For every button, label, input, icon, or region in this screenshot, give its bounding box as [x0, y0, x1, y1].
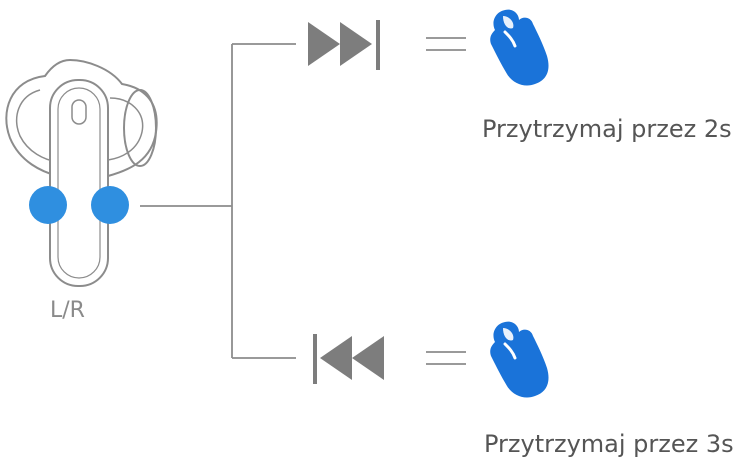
next-track-icon — [308, 20, 380, 70]
earbud-inner-shell — [15, 89, 144, 163]
earbud-tip — [123, 89, 157, 167]
touch-point-left — [29, 186, 67, 224]
earbud-stem-inner — [57, 87, 101, 279]
earbud-side-label: L/R — [50, 298, 85, 323]
previous-track-hint: Przytrzymaj przez 3s — [484, 430, 734, 458]
earbud-shell — [5, 58, 158, 177]
earbud-stem — [49, 79, 109, 287]
next-track-hint: Przytrzymaj przez 2s — [482, 115, 732, 143]
press-hand-icon — [488, 320, 550, 400]
equals-sign-bottom — [426, 351, 466, 365]
earbud-icon — [5, 58, 158, 287]
touch-point-right — [91, 186, 129, 224]
connector-lines — [140, 43, 296, 359]
earbud-sensor — [71, 99, 87, 125]
equals-sign-top — [426, 37, 466, 51]
previous-track-icon — [313, 334, 384, 384]
press-hand-icon — [488, 8, 550, 88]
